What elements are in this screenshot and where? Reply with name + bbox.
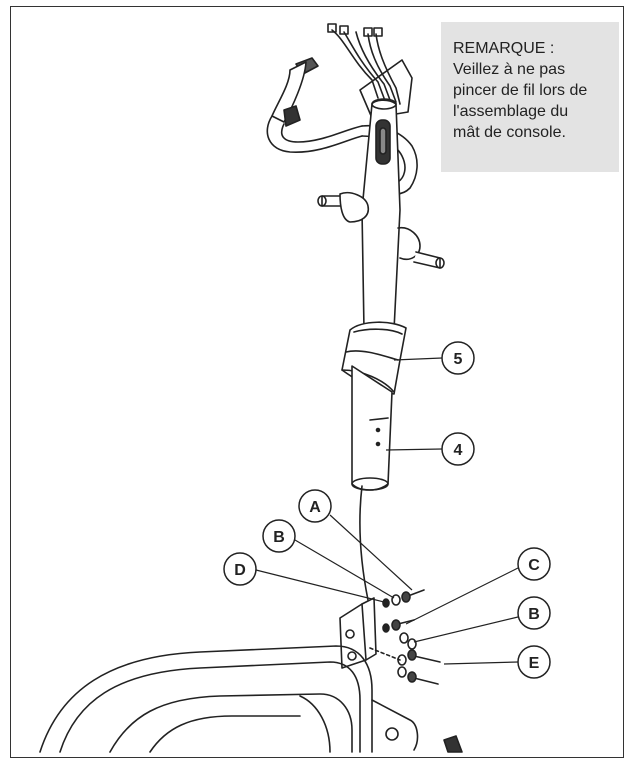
- upper-console-mast: [361, 98, 401, 337]
- console-wires: [327, 23, 401, 105]
- mast-cable: [359, 485, 369, 601]
- part-4-lower-mast: [351, 365, 393, 491]
- callout-c: C: [517, 547, 551, 581]
- remark-line-3: pincer de fil lors de: [453, 82, 588, 99]
- callout-b-left: B: [262, 519, 296, 553]
- elliptical-frame-body: [39, 645, 463, 753]
- hardware-set: [369, 589, 441, 685]
- callout-e-label: E: [529, 655, 540, 672]
- callout-e: E: [517, 645, 551, 679]
- callout-d-label: D: [234, 562, 246, 579]
- callout-b-left-label: B: [273, 529, 285, 546]
- remark-line-2: Veillez à ne pas: [453, 61, 566, 78]
- callout-b-right-label: B: [528, 606, 540, 623]
- callout-a-label: A: [309, 499, 321, 516]
- callout-5: 5: [441, 341, 475, 375]
- callout-4-label: 4: [454, 442, 463, 459]
- leader-lines: [255, 357, 519, 665]
- remark-line-1: REMARQUE :: [453, 40, 555, 57]
- callout-b-right: B: [517, 596, 551, 630]
- remark-note-box: REMARQUE : Veillez à ne pas pincer de fi…: [441, 22, 619, 172]
- callout-4: 4: [441, 432, 475, 466]
- callout-d: D: [223, 552, 257, 586]
- callout-5-label: 5: [454, 351, 463, 368]
- base-bracket: [339, 597, 377, 669]
- callout-a: A: [298, 489, 332, 523]
- remark-line-4: l'assemblage du: [453, 103, 569, 120]
- remark-line-5: mât de console.: [453, 124, 566, 141]
- callout-c-label: C: [528, 557, 540, 574]
- pivot-axle: [317, 191, 445, 269]
- console-plate: [359, 59, 413, 119]
